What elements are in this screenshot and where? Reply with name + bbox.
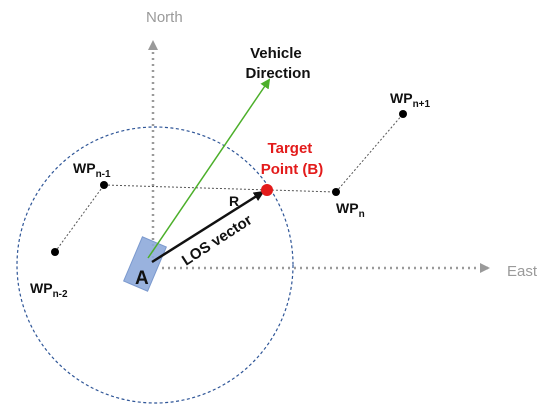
path-segment-n1-n [103,184,337,193]
waypoint-n-plus-1-marker [399,110,407,118]
vehicle-direction-arrow [147,78,271,259]
vehicle-body [123,236,167,292]
target-point-label: Target Point (B) [261,140,323,178]
waypoint-n-minus-1-label: WPn-1 [73,160,111,180]
vehicle-direction-label: Vehicle Direction [245,45,310,82]
north-label: North [146,9,183,26]
waypoint-n-plus-1-label: WPn+1 [390,90,431,110]
waypoint-n-minus-1-marker [100,181,108,189]
look-ahead-circle [16,126,294,404]
waypoint-n-marker [332,188,340,196]
waypoint-n-minus-2-marker [51,248,59,256]
path-segment-n2-n1 [54,184,105,253]
waypoint-n-minus-2-label: WPn-2 [30,280,68,300]
los-vector-arrow [151,190,265,264]
vehicle-label: A [135,268,149,289]
waypoint-n-label: WPn [336,200,365,220]
east-label: East [507,263,538,280]
path-segment-n-n1 [335,113,404,193]
target-point-marker [261,184,273,196]
radius-label: R [229,193,239,209]
